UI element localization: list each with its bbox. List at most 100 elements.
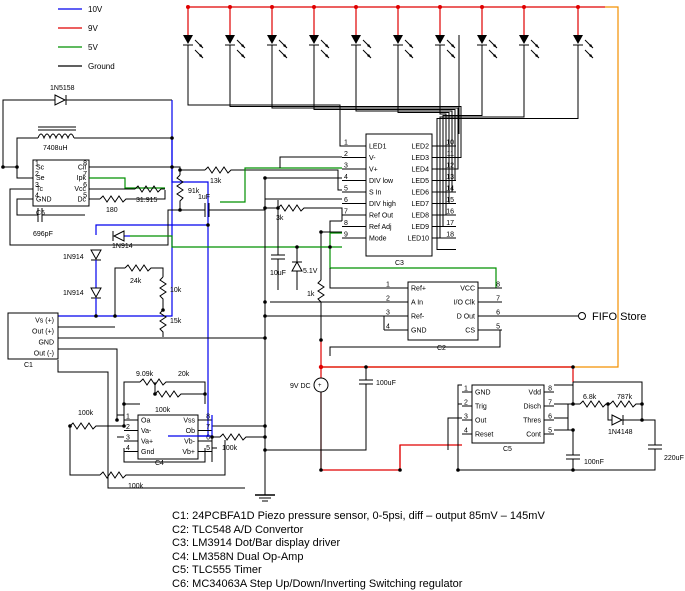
led-icon — [519, 35, 529, 44]
c3-pin-number: 13 — [446, 174, 454, 181]
c3-pin-label: LED9 — [411, 224, 429, 231]
c5-pin-number: 2 — [464, 400, 468, 407]
chip-c6-name: C6 — [36, 210, 45, 217]
c3-pin-number: 17 — [446, 220, 454, 227]
legend-5v: 5V — [88, 43, 98, 52]
c5-pin-label: Disch — [523, 404, 541, 411]
c4-pin-number: 2 — [126, 424, 130, 431]
label-1n5158: 1N5158 — [50, 85, 75, 92]
c5-pin-label: Out — [475, 418, 486, 425]
fifo-terminal-icon[interactable] — [579, 313, 586, 320]
led-icon — [309, 35, 319, 44]
c3-pin-number: 18 — [446, 232, 454, 239]
label-24k: 24k — [130, 278, 142, 285]
c1-pin-label: Out (-) — [34, 351, 54, 358]
c5-pin-number: 1 — [464, 386, 468, 393]
c2-pin-number: 5 — [496, 324, 500, 331]
label-100k-d: 100k — [222, 445, 238, 452]
label-1n914-a: 1N914 — [112, 243, 133, 250]
chip-c2-name: C2 — [437, 345, 446, 352]
led-icon — [393, 35, 403, 44]
c3-pin-number: 8 — [344, 220, 348, 227]
label-1k: 1k — [307, 291, 315, 298]
label-100k-c: 100k — [128, 483, 144, 490]
c3-pin-label: LED2 — [411, 144, 429, 151]
label-9-09k: 9.09k — [136, 371, 154, 378]
c4-pin-label: Vss — [183, 418, 195, 425]
c3-pin-label: DIV low — [369, 178, 394, 185]
label-15k: 15k — [170, 318, 182, 325]
c2-pin-number: 6 — [496, 310, 500, 317]
c4-pin-number: 4 — [126, 445, 130, 452]
c3-pin-label: LED7 — [411, 201, 429, 208]
c4-pin-number: 5 — [206, 445, 210, 452]
label-31915: 31.915 — [136, 197, 158, 204]
label-9v-dc: 9V DC — [290, 383, 311, 390]
c3-pin-number: 11 — [447, 151, 454, 158]
c3-pin-number: 4 — [344, 174, 348, 181]
label-13k: 13k — [210, 178, 222, 185]
chip-c1-name: C1 — [24, 362, 33, 369]
svg-text:+: + — [318, 383, 322, 389]
c1-pin-label: GND — [38, 340, 54, 347]
label-1n914-b: 1N914 — [63, 254, 84, 261]
label-1uf: 1uF — [198, 194, 210, 201]
c3-pin-number: 3 — [344, 163, 348, 170]
label-787k: 787k — [617, 394, 633, 401]
label-20k: 20k — [178, 371, 190, 378]
component-notes: C1: 24PCBFA1D Piezo pressure sensor, 0-5… — [172, 510, 672, 591]
legend-10v: 10V — [88, 5, 103, 14]
c6-pin-label: GND — [36, 197, 52, 204]
c4-pin-number: 8 — [206, 414, 210, 421]
c3-pin-label: LED5 — [411, 178, 429, 185]
label-3k: 3k — [276, 215, 284, 222]
c3-pin-label: S In — [369, 190, 382, 197]
c1-pin-label: Out (+) — [32, 329, 54, 336]
c3-pin-label: LED10 — [408, 236, 430, 243]
label-180: 180 — [106, 207, 118, 214]
c5-pin-number: 6 — [548, 414, 552, 421]
label-696pf: 696pF — [33, 231, 53, 238]
c2-pin-number: 4 — [386, 324, 390, 331]
c6-pin-label: Dc — [77, 197, 86, 204]
c2-pin-label: D Out — [457, 314, 475, 321]
c4-pin-label: Va+ — [141, 439, 153, 446]
c5-pin-label: GND — [475, 390, 491, 397]
legend: 10V 9V 5V Ground — [58, 5, 115, 71]
led-icon — [435, 35, 445, 44]
c3-pin-label: V+ — [369, 167, 378, 174]
label-10k: 10k — [170, 287, 182, 294]
label-100uf: 100uF — [376, 380, 396, 387]
label-100nf: 100nF — [584, 459, 604, 466]
c4-pin-number: 1 — [126, 414, 130, 421]
c5-pin-number: 4 — [464, 428, 468, 435]
c2-pin-number: 7 — [496, 296, 500, 303]
note-c3: C3: LM3914 Dot/Bar display driver — [172, 537, 672, 551]
c3-pin-label: LED3 — [411, 155, 429, 162]
c4-pin-label: Va- — [141, 428, 152, 435]
c3-pin-number: 2 — [344, 151, 348, 158]
note-c4: C4: LM358N Dual Op-Amp — [172, 551, 672, 565]
label-6-8k: 6.8k — [583, 394, 597, 401]
c3-pin-label: LED4 — [411, 167, 429, 174]
c2-pin-label: I/O Clk — [454, 300, 476, 307]
c2-pin-label: CS — [465, 328, 475, 335]
c4-pin-label: Gnd — [141, 449, 154, 456]
label-100k-b: 100k — [78, 410, 94, 417]
c2-pin-number: 2 — [386, 296, 390, 303]
c2-pin-label: GND — [411, 328, 427, 335]
c5-pin-label: Vdd — [529, 390, 542, 397]
c2-pin-label: Ref+ — [411, 286, 426, 293]
led-icon — [183, 35, 193, 44]
label-220uf: 220uF — [664, 455, 684, 462]
c5-pin-number: 3 — [464, 414, 468, 421]
c5-pin-number: 7 — [548, 400, 552, 407]
led-icon — [351, 35, 361, 44]
c2-pin-label: VCC — [460, 286, 475, 293]
legend-9v: 9V — [88, 24, 98, 33]
c3-pin-label: LED6 — [411, 190, 429, 197]
